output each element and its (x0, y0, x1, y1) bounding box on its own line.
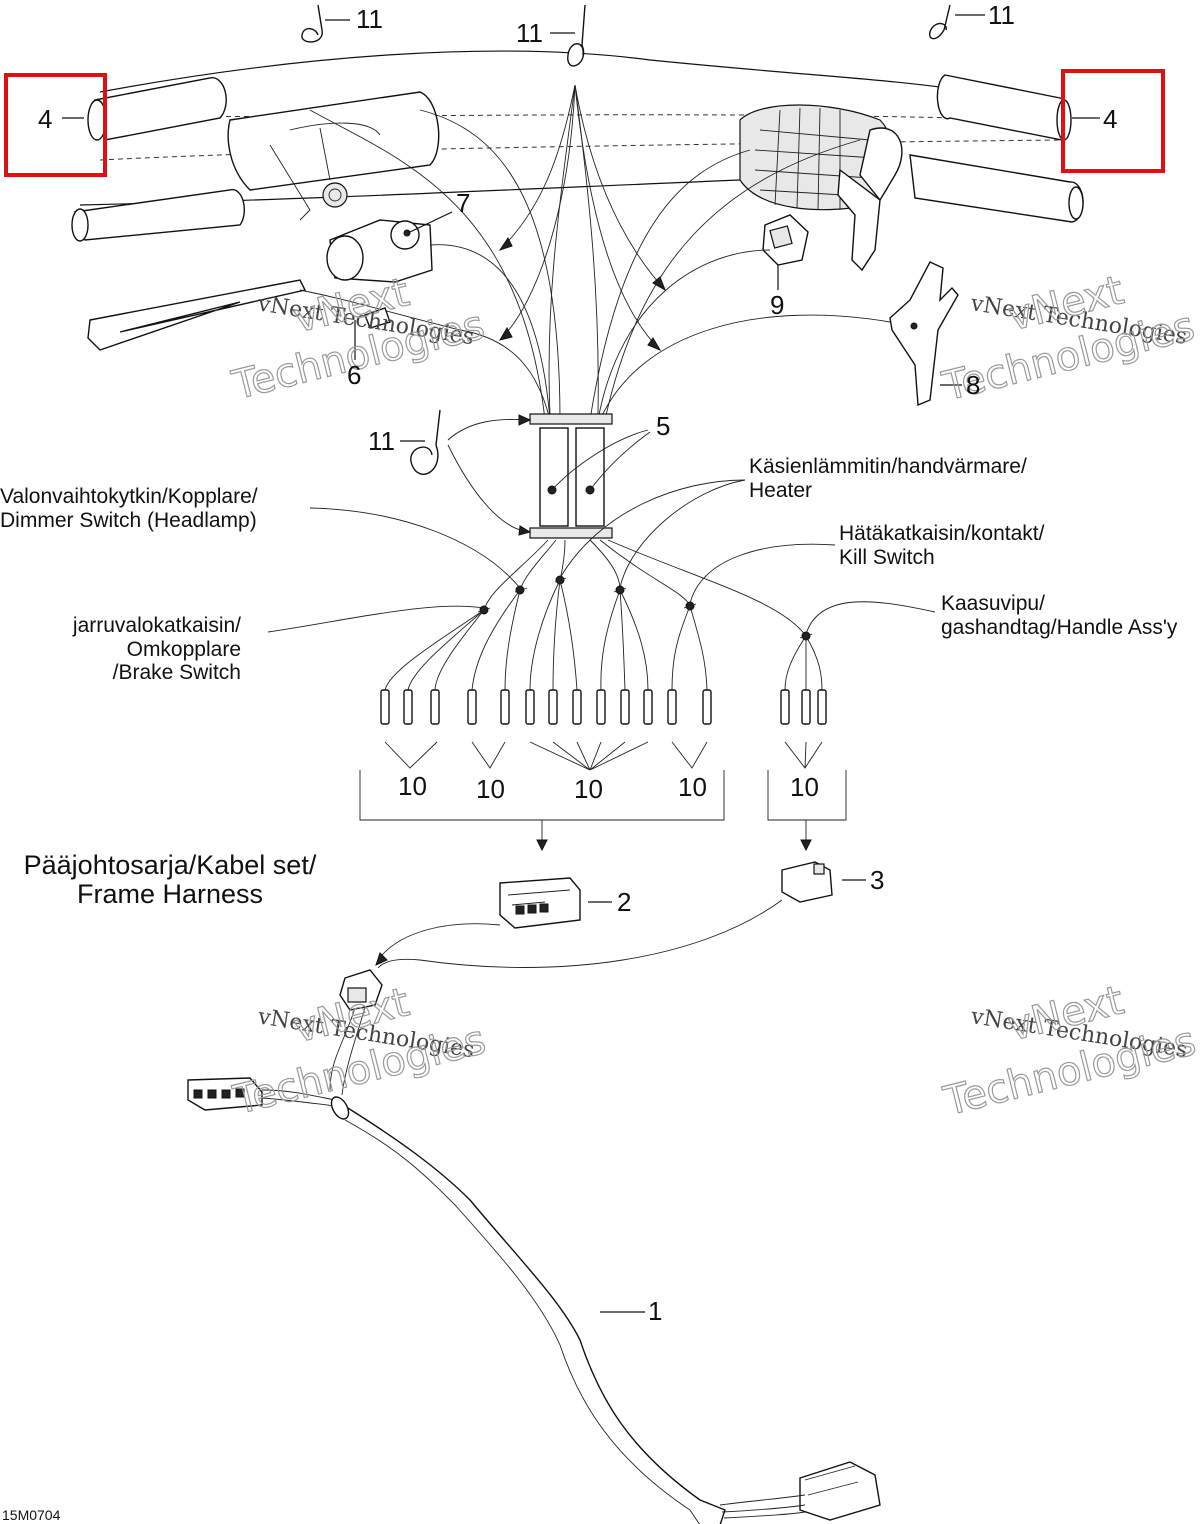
left-switch-housing (227, 91, 440, 221)
watermark-4-large: vNext Technologies (938, 977, 1200, 1126)
part-3-connector (781, 861, 866, 903)
cable-tie-arrows (498, 84, 666, 416)
callout-10-e: 10 (790, 772, 819, 802)
dimmer-switch-label-line2: Dimmer Switch (Headlamp) (0, 509, 257, 532)
left-grip (71, 77, 246, 242)
callout-4-right: 4 (1103, 104, 1117, 134)
cable-tie-topright (928, 4, 985, 40)
kill-switch-label-line2: Kill Switch (839, 546, 935, 569)
highlight-box-left (4, 73, 107, 177)
callout-3: 3 (870, 865, 884, 895)
part-2-connector (499, 877, 612, 929)
frame-harness-title-line2: Frame Harness (77, 879, 263, 909)
part-8-throttle-bracket (599, 261, 962, 421)
callout-10-c: 10 (574, 774, 603, 804)
cable-tie-mid (400, 409, 532, 536)
throttle-label-line2: gashandtag/Handle Ass'y (941, 616, 1178, 639)
right-grip (909, 74, 1084, 223)
heater-label-line2: Heater (749, 479, 812, 502)
brake-switch-label-line1: jarruvalokatkaisin/ (72, 614, 241, 637)
part-5-harness-sleeves (529, 413, 651, 539)
part-7-dimmer-switch (326, 211, 551, 421)
callout-10-d: 10 (678, 772, 707, 802)
kill-switch-label-line1: Hätäkatkaisin/kontakt/ (839, 522, 1045, 545)
wire-bundle-upper (309, 109, 861, 421)
callout-8: 8 (966, 370, 980, 400)
callout-11-topleft: 11 (356, 4, 383, 34)
figure-code: 15M0704 (2, 1507, 61, 1523)
callout-2: 2 (617, 887, 631, 917)
callout-11-mid: 11 (368, 426, 395, 456)
highlight-box-right (1061, 69, 1165, 173)
callout-5: 5 (656, 411, 670, 441)
frame-harness-title-line1: Pääjohtosarja/Kabel set/ (24, 850, 317, 880)
callout-11-topright: 11 (988, 0, 1015, 30)
callout-7: 7 (456, 188, 470, 218)
cable-tie-topleft (301, 4, 350, 43)
cable-tie-topcenter (550, 4, 586, 67)
callout-1: 1 (648, 1296, 662, 1326)
part-9-kill-switch (597, 214, 809, 421)
brake-switch-label-line3: /Brake Switch (113, 661, 241, 684)
callout-4-left: 4 (38, 104, 52, 134)
pin-leader-lines (384, 741, 823, 771)
brake-switch-label-line2: Omkopplare (127, 638, 241, 661)
heater-label-line1: Käsienlämmitin/handvärmare/ (749, 455, 1027, 478)
handlebar (71, 50, 1084, 272)
throttle-label-line1: Kaasuvipu/ (941, 592, 1045, 615)
callout-11-topcenter: 11 (516, 18, 543, 48)
part-1-frame-harness (187, 969, 881, 1524)
callout-9: 9 (770, 290, 784, 320)
dimmer-switch-label-line1: Valonvaihtokytkin/Kopplare/ (0, 485, 258, 508)
callout-10-a: 10 (398, 771, 427, 801)
part-6-brake-switch (87, 279, 551, 421)
right-switch-housing (739, 104, 903, 272)
label-leaders (267, 479, 936, 635)
callout-6: 6 (347, 360, 361, 390)
connector-arrows (375, 899, 783, 969)
terminal-pins (380, 689, 827, 725)
branch-wires (384, 539, 823, 691)
group-brackets (359, 770, 847, 852)
callout-10-b: 10 (476, 774, 505, 804)
